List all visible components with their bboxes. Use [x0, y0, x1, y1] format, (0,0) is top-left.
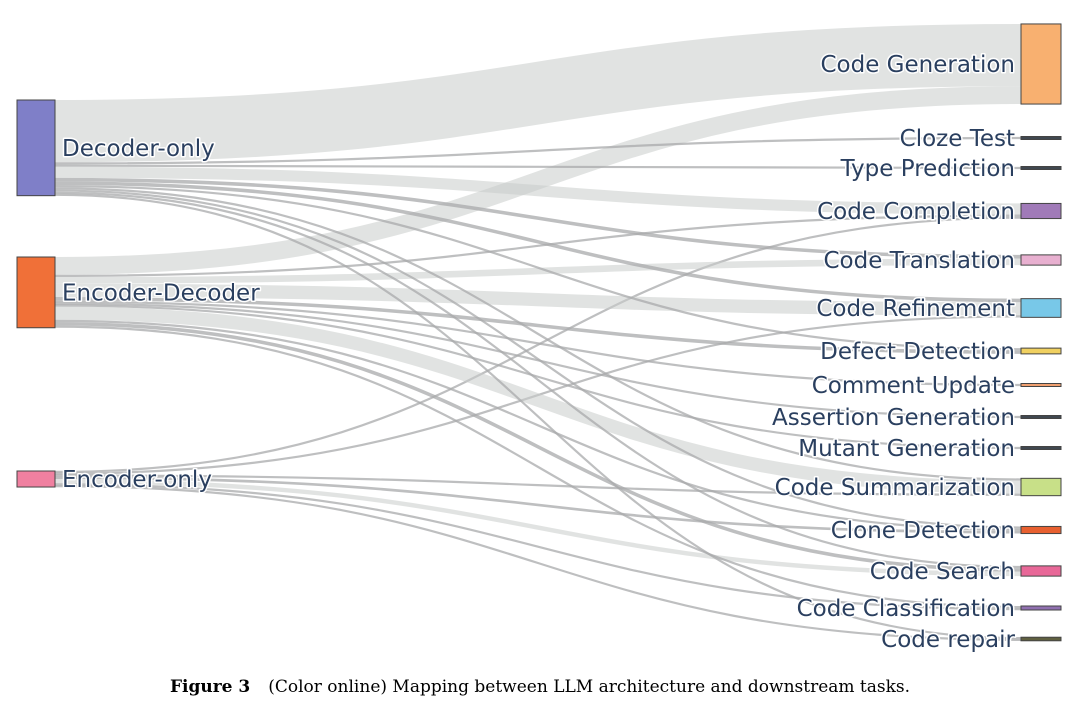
link-encoder-decoder-to-code-completion — [54, 214, 1022, 278]
label-code-refinement: Code Refinement — [816, 296, 1015, 322]
link-decoder-only-to-defect-detection — [54, 184, 1022, 351]
link-encoder-decoder-to-defect-detection — [54, 297, 1022, 354]
figure-caption: Figure 3 (Color online) Mapping between L… — [0, 677, 1080, 697]
figure-caption-text: (Color online) Mapping between LLM archi… — [268, 677, 911, 697]
node-clone-detection — [1020, 525, 1062, 535]
link-encoder-decoder-to-code-generation — [54, 86, 1022, 275]
label-code-generation: Code Generation — [820, 52, 1015, 78]
link-decoder-only-to-code-summarization — [54, 187, 1022, 481]
link-encoder-only-to-code-summarization — [54, 474, 1022, 496]
link-encoder-decoder-to-mutant-generation — [54, 304, 1022, 450]
label-assertion-generation: Assertion Generation — [772, 405, 1015, 431]
link-encoder-decoder-to-code-refinement — [54, 283, 1022, 316]
link-encoder-decoder-to-clone-detection — [54, 319, 1022, 531]
label-code-summarization: Code Summarization — [775, 475, 1015, 501]
link-encoder-only-to-clone-detection — [54, 476, 1022, 534]
node-type-prediction — [1020, 166, 1062, 170]
label-decoder-only: Decoder-only — [62, 136, 215, 162]
node-defect-detection — [1020, 347, 1062, 355]
label-code-search: Code Search — [870, 559, 1015, 585]
link-decoder-only-to-code-repair — [54, 193, 1022, 640]
link-decoder-only-to-code-search — [54, 191, 1022, 569]
link-encoder-decoder-to-comment-update — [54, 300, 1022, 387]
link-encoder-only-to-code-completion — [54, 216, 1022, 473]
link-encoder-decoder-to-code-search — [54, 321, 1022, 572]
node-assertion-generation — [1020, 415, 1062, 419]
link-decoder-only-to-type-prediction — [54, 164, 1022, 170]
node-mutant-generation — [1020, 446, 1062, 450]
label-code-repair: Code repair — [881, 627, 1015, 653]
node-code-summarization — [1020, 477, 1062, 497]
link-decoder-only-to-clone-detection — [54, 189, 1022, 529]
node-code-repair — [1020, 636, 1062, 642]
label-type-prediction: Type Prediction — [840, 156, 1015, 182]
link-decoder-only-to-code-translation — [54, 177, 1022, 259]
node-code-classification — [1020, 605, 1062, 611]
link-decoder-only-to-cloze-test — [54, 136, 1022, 165]
node-decoder-only — [16, 99, 56, 197]
node-code-search — [1020, 565, 1062, 577]
link-decoder-only-to-code-refinement — [54, 181, 1022, 303]
label-encoder-only: Encoder-only — [62, 467, 212, 493]
label-comment-update: Comment Update — [812, 373, 1015, 399]
node-cloze-test — [1020, 136, 1062, 140]
label-defect-detection: Defect Detection — [820, 339, 1015, 365]
link-decoder-only-to-code-generation — [54, 23, 1022, 163]
sankey-links — [54, 23, 1022, 641]
node-comment-update — [1020, 383, 1062, 387]
link-encoder-only-to-code-classification — [54, 483, 1022, 611]
link-encoder-decoder-to-code-translation — [54, 258, 1022, 284]
figure-label: Figure 3 — [169, 677, 251, 697]
label-code-classification: Code Classification — [797, 596, 1015, 622]
node-code-generation — [1020, 23, 1062, 105]
node-encoder-decoder — [16, 256, 56, 329]
label-code-translation: Code Translation — [823, 248, 1015, 274]
label-mutant-generation: Mutant Generation — [798, 436, 1015, 462]
node-code-refinement — [1020, 298, 1062, 318]
node-code-translation — [1020, 254, 1062, 266]
label-clone-detection: Clone Detection — [831, 518, 1015, 544]
link-encoder-decoder-to-code-classification — [54, 325, 1022, 609]
label-code-completion: Code Completion — [817, 199, 1015, 225]
label-encoder-decoder: Encoder-Decoder — [62, 280, 260, 306]
sankey-labels: Decoder-onlyEncoder-DecoderEncoder-onlyC… — [61, 51, 1018, 655]
link-encoder-decoder-to-code-summarization — [54, 306, 1022, 494]
node-code-completion — [1020, 202, 1062, 220]
link-decoder-only-to-code-completion — [54, 166, 1022, 215]
label-cloze-test: Cloze Test — [900, 126, 1015, 152]
link-encoder-only-to-code-search — [54, 479, 1022, 577]
node-encoder-only — [16, 470, 56, 488]
sankey-nodes — [16, 23, 1062, 642]
link-encoder-only-to-code-repair — [54, 485, 1022, 641]
